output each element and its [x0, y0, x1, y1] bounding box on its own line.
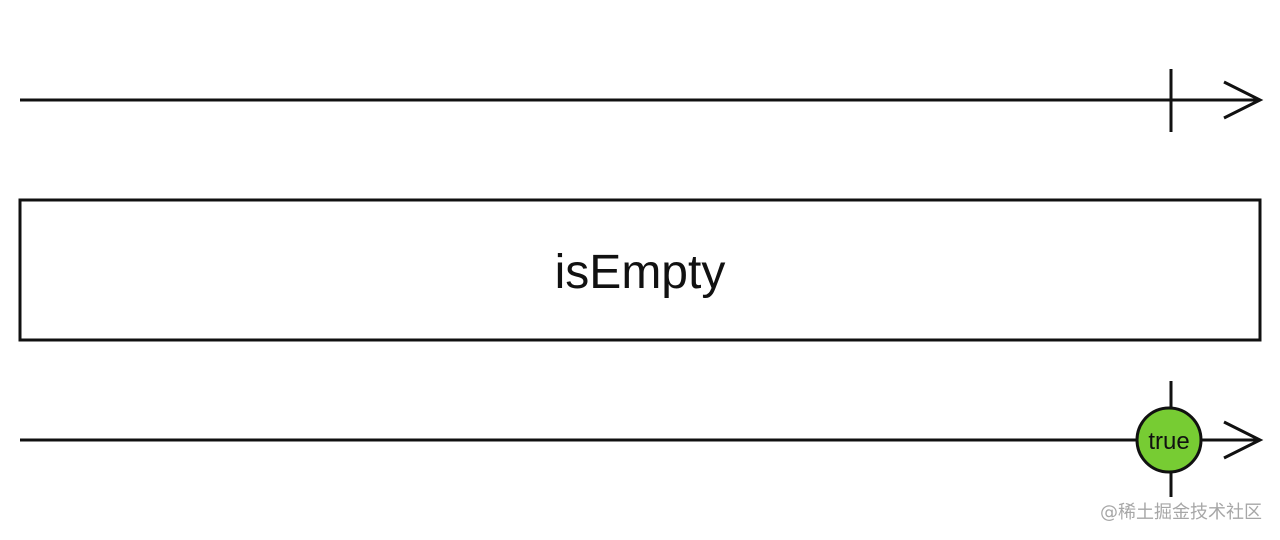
operator-box-rect: [18, 198, 1262, 342]
output-marble-true: true: [1135, 406, 1203, 474]
marble-value: true: [1148, 428, 1189, 455]
operator-box: isEmpty: [18, 198, 1262, 342]
marble-circle: [1135, 406, 1203, 474]
input-timeline-arrowhead: [1223, 80, 1264, 120]
input-timeline: [20, 69, 1264, 132]
watermark-text: @稀土掘金技术社区: [1100, 502, 1262, 523]
operator-name: isEmpty: [555, 246, 726, 299]
output-timeline: true: [20, 381, 1264, 497]
output-timeline-arrowhead: [1223, 420, 1264, 460]
